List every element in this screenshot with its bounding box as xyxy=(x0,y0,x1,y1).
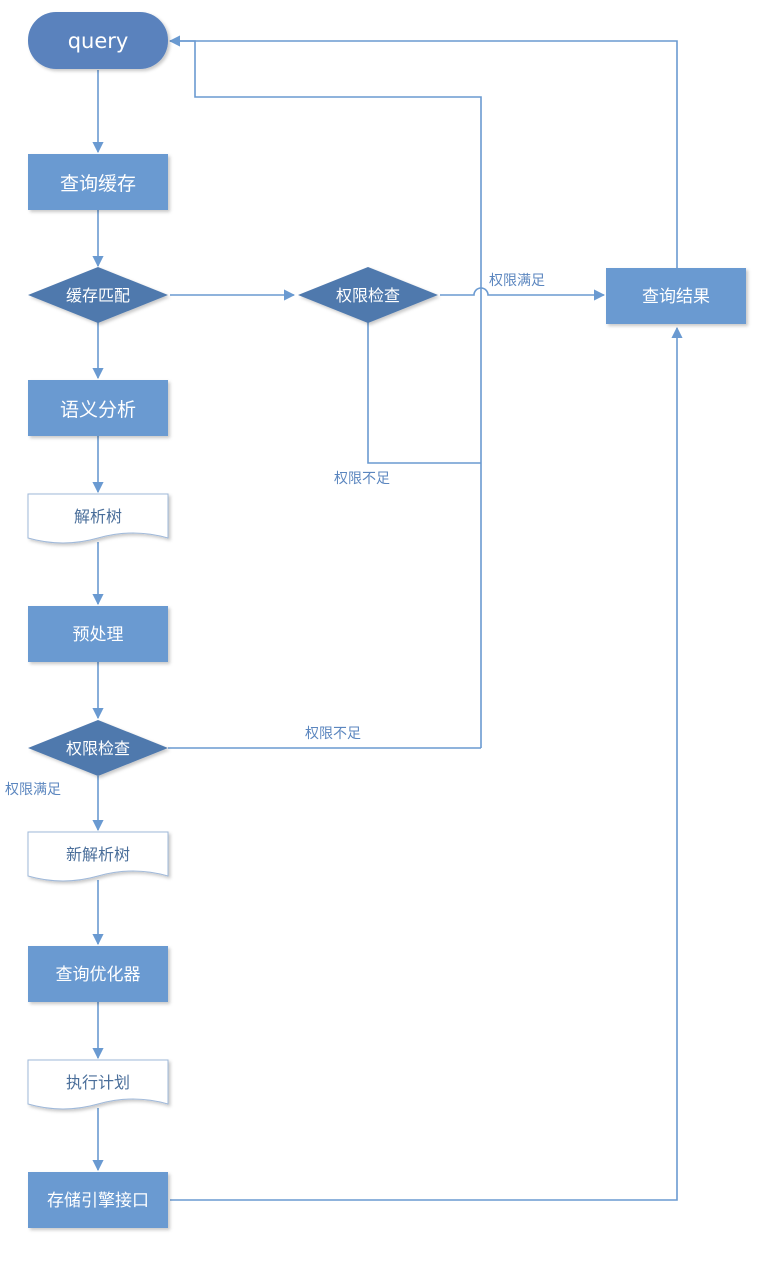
edge-label-perm-denied-top: 权限不足 xyxy=(334,471,390,487)
semantic-analysis-node xyxy=(28,380,168,436)
perm-check-top-label: 权限检查 xyxy=(336,286,400,305)
perm-check-bottom-label: 权限检查 xyxy=(66,739,130,758)
query-optimizer-node xyxy=(28,946,168,1002)
query-result-node xyxy=(606,268,746,324)
parse-tree-label: 解析树 xyxy=(74,507,122,526)
cache-query-node xyxy=(28,154,168,210)
query-optimizer-label: 查询优化器 xyxy=(56,965,141,985)
parse-tree-node xyxy=(27,493,169,544)
perm-check-bottom-node xyxy=(28,720,168,776)
edge-label-perm-ok-top: 权限满足 xyxy=(489,273,545,289)
cache-match-node xyxy=(28,267,168,323)
edge-result-to-query xyxy=(170,40,678,268)
query-label: query xyxy=(68,29,129,53)
new-parse-tree-node xyxy=(27,831,169,882)
edge-return-to-query xyxy=(168,35,482,748)
query-node xyxy=(28,12,168,69)
query-result-label: 查询结果 xyxy=(642,287,710,307)
edge-label-perm-ok-bottom: 权限满足 xyxy=(5,782,61,798)
cache-query-label: 查询缓存 xyxy=(60,173,136,195)
execution-plan-label: 执行计划 xyxy=(66,1073,130,1092)
perm-check-top-node xyxy=(298,267,438,323)
new-parse-tree-label: 新解析树 xyxy=(66,845,130,864)
preprocess-label: 预处理 xyxy=(73,625,124,645)
edge-perm-check-top-to-result xyxy=(440,287,606,301)
storage-engine-node xyxy=(28,1172,168,1228)
semantic-analysis-label: 语义分析 xyxy=(60,399,136,421)
edge-perm-denied-top xyxy=(367,320,481,464)
preprocess-node xyxy=(28,606,168,662)
execution-plan-node xyxy=(27,1059,169,1110)
edge-storage-to-result xyxy=(170,326,683,1201)
cache-match-label: 缓存匹配 xyxy=(66,286,130,305)
storage-engine-label: 存储引擎接口 xyxy=(47,1191,149,1211)
edge-label-perm-denied-bottom: 权限不足 xyxy=(305,726,361,742)
